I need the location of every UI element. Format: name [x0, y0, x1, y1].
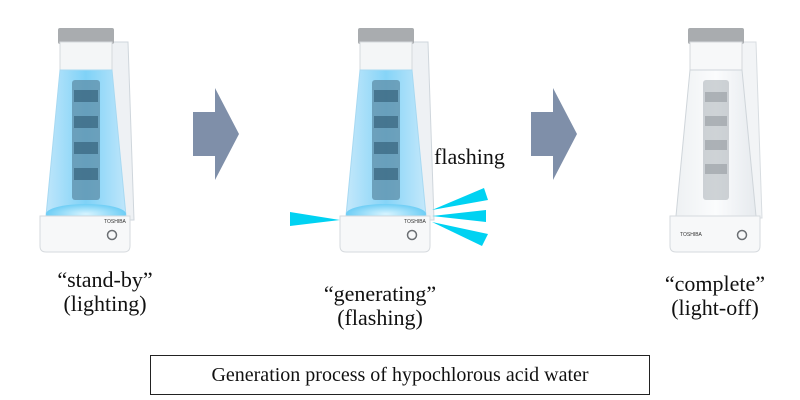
state-name: “generating” [323, 281, 437, 306]
state-name: “stand-by” [57, 267, 153, 292]
state-label-generating: “generating” (flashing) [300, 282, 460, 330]
caption-text: Generation process of hypochlorous acid … [211, 363, 589, 386]
state-mode: (light-off) [671, 295, 759, 320]
flash-rays-right [432, 188, 488, 246]
brand-mark-3: TOSHIBA [680, 232, 703, 238]
flashing-label: flashing [434, 144, 505, 169]
brand-mark-1: TOSHIBA [104, 219, 127, 225]
arrow-1 [193, 88, 239, 180]
brand-mark-2: TOSHIBA [404, 219, 427, 225]
device-standby: TOSHIBA [39, 28, 135, 253]
state-mode: (lighting) [63, 291, 147, 316]
flash-ray-left [290, 212, 340, 226]
state-mode: (flashing) [337, 305, 423, 330]
device-generating: TOSHIBA [339, 28, 435, 253]
state-label-complete: “complete” (light-off) [640, 272, 790, 320]
state-name: “complete” [664, 271, 766, 296]
state-label-standby: “stand-by” (lighting) [35, 268, 175, 316]
device-complete: TOSHIBA [669, 28, 763, 253]
arrow-2 [531, 88, 577, 180]
figure-caption: Generation process of hypochlorous acid … [150, 355, 650, 395]
